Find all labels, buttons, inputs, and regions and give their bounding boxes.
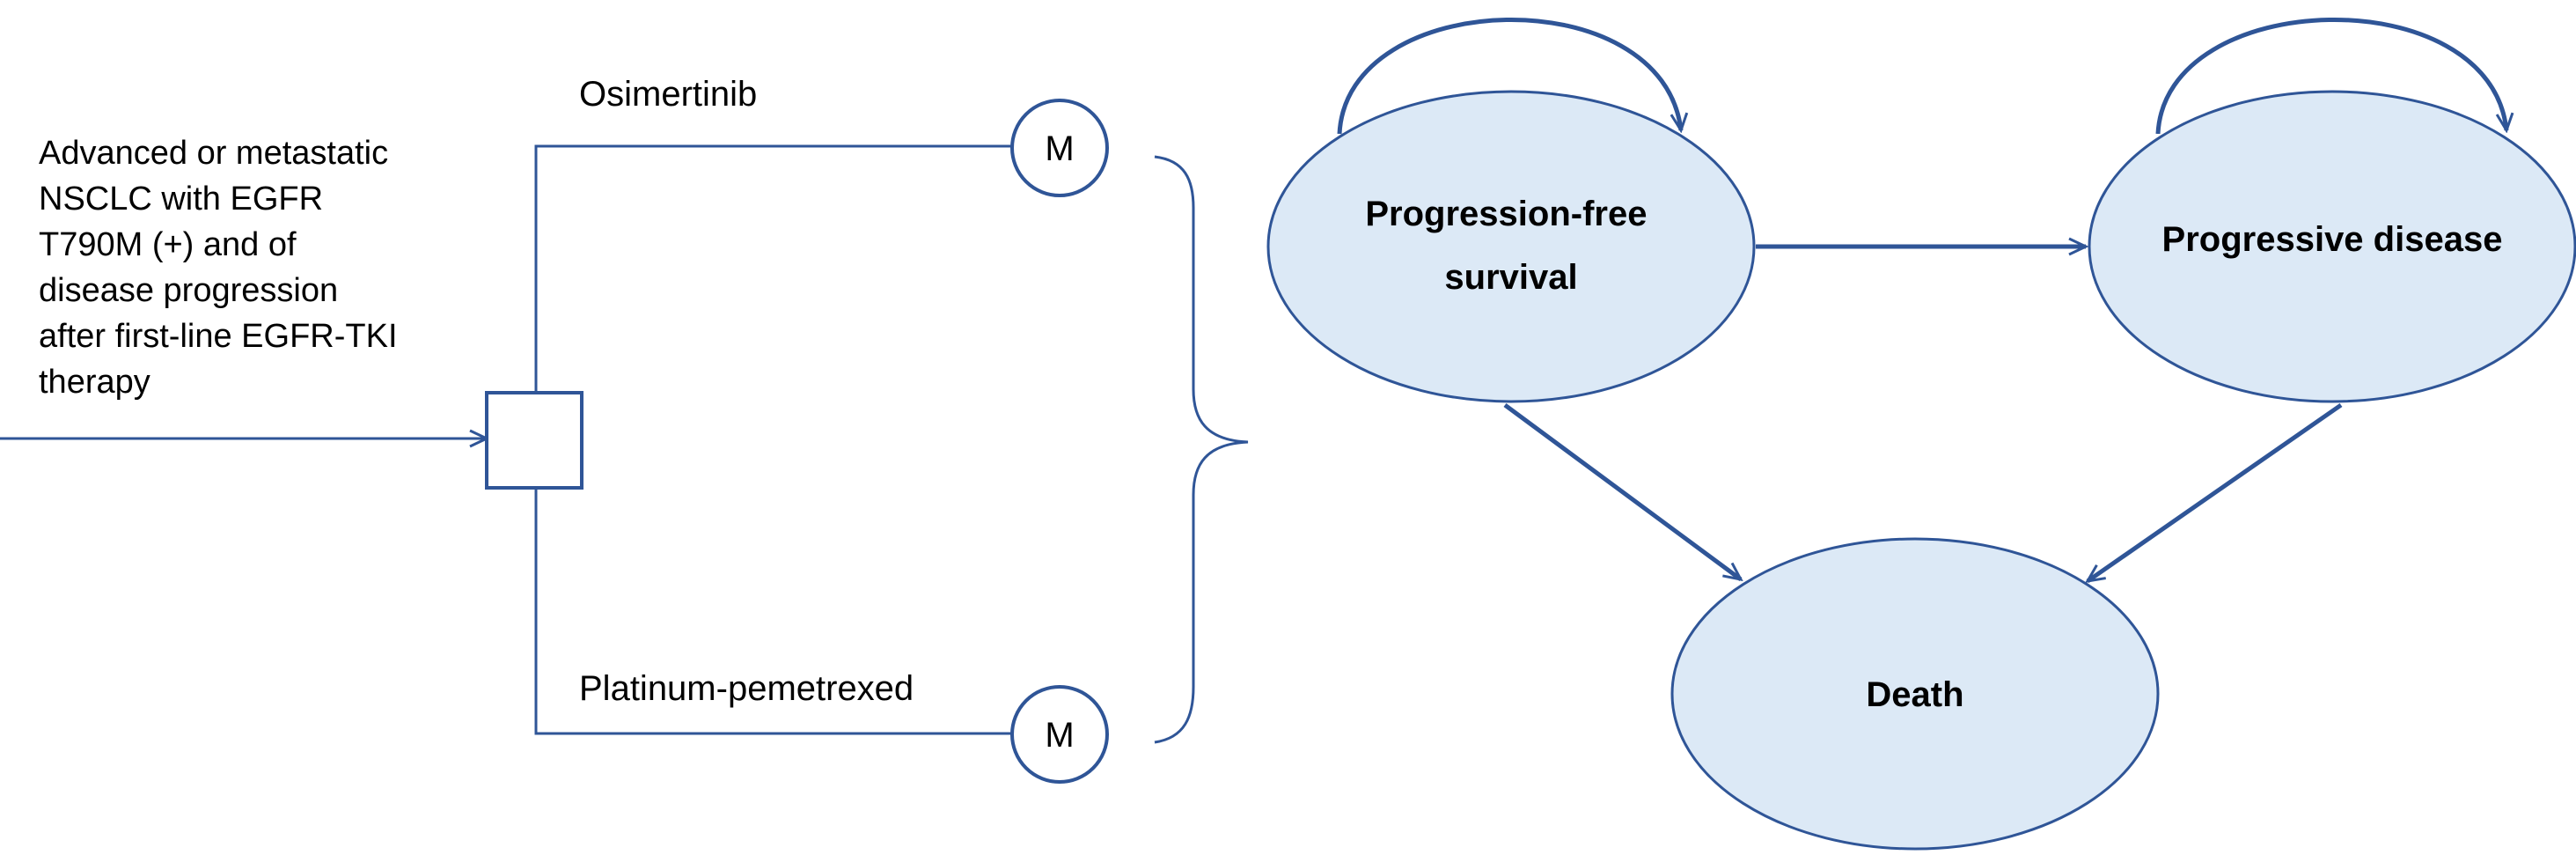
branch-line-platinum-pemetrexed xyxy=(534,488,1012,735)
population-line: therapy xyxy=(39,364,150,401)
state-label-progression-free-survival: Progression-free survival xyxy=(1365,195,1656,297)
population-line: disease progression xyxy=(39,272,338,309)
state-progressive-disease xyxy=(2088,90,2576,403)
state-label-progressive-disease: Progressive disease xyxy=(2162,220,2503,259)
transition-pfs-to-death xyxy=(1503,402,1741,579)
population-line: after first-line EGFR-TKI xyxy=(39,318,398,355)
population-line: Advanced or metastatic xyxy=(39,135,388,172)
population-line: T790M (+) and of xyxy=(39,226,297,263)
markov-node-top xyxy=(1010,99,1109,197)
decision-node xyxy=(485,391,583,490)
arm-label-platinum-pemetrexed: Platinum-pemetrexed xyxy=(579,669,914,708)
transition-progressive-to-death xyxy=(2088,402,2343,584)
population-description: Advanced or metastatic NSCLC with EGFR T… xyxy=(39,135,407,401)
self-loop-progression-free xyxy=(1337,17,1681,135)
markov-node-bottom xyxy=(1010,685,1109,784)
state-death xyxy=(1670,537,2160,851)
markov-node-label: M xyxy=(1045,129,1074,168)
curly-brace xyxy=(1154,155,1249,744)
branch-line-osimertinib xyxy=(534,144,1012,393)
state-label-death: Death xyxy=(1866,675,1963,714)
self-loop-progressive xyxy=(2155,17,2506,135)
markov-node-label: M xyxy=(1045,716,1074,755)
arm-label-osimertinib: Osimertinib xyxy=(579,75,757,114)
state-progression-free-survival xyxy=(1266,90,1756,403)
population-line: NSCLC with EGFR xyxy=(39,181,323,217)
